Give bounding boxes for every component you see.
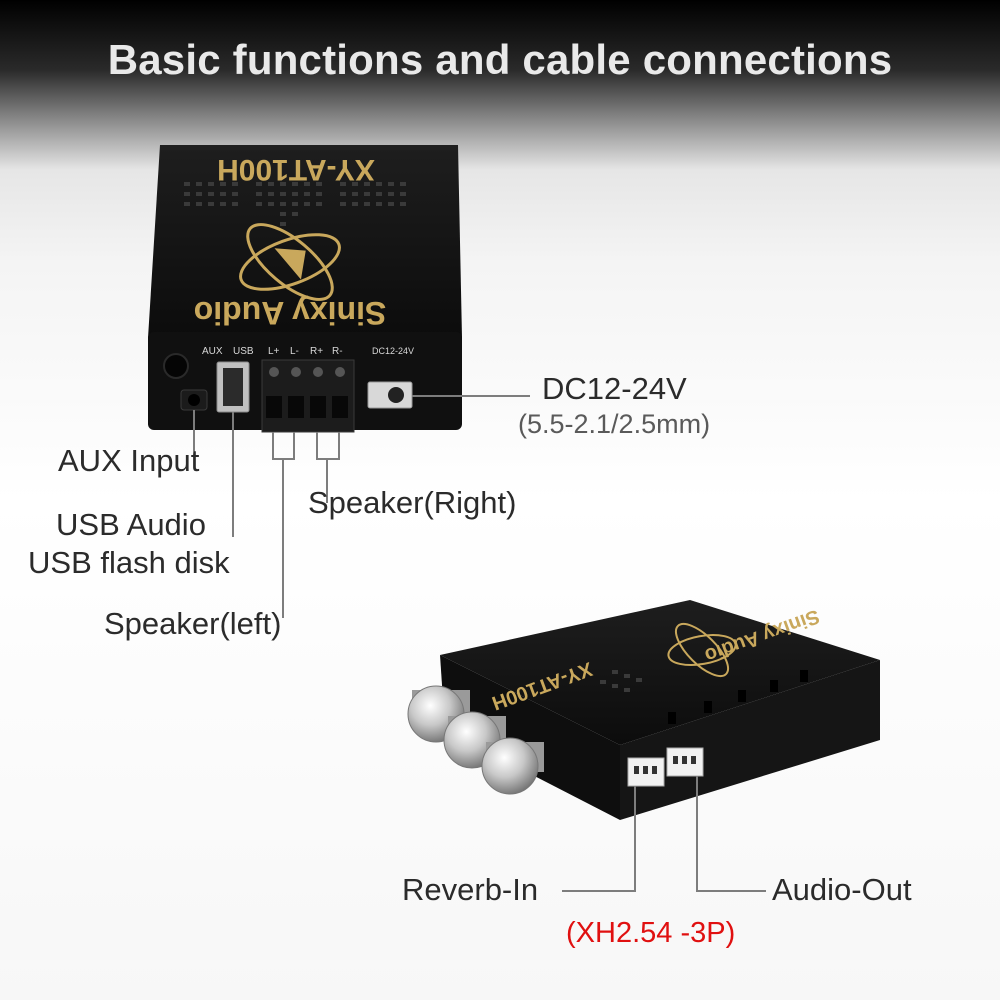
model-print-top: XY-AT100H (217, 153, 375, 186)
device2-front-face (620, 660, 880, 820)
leader-audio-v (696, 776, 698, 892)
label-dc-spec: (5.5-2.1/2.5mm) (518, 409, 711, 439)
port-label-usb: USB (233, 346, 254, 357)
label-usb-audio: USB Audio (56, 507, 206, 542)
leader-reverb-h (562, 890, 636, 892)
leader-right-l (316, 432, 318, 460)
leader-dc-h (412, 395, 530, 397)
usb-port-inner (223, 368, 243, 406)
device-top-surface (148, 145, 462, 338)
label-speaker-right: Speaker(Right) (308, 485, 517, 520)
leader-right-r (338, 432, 340, 460)
device2-vents (668, 670, 808, 724)
label-aux-input: AUX Input (58, 443, 200, 478)
terminal-screws (269, 367, 345, 377)
port-label-aux: AUX (202, 346, 223, 357)
vent-holes (184, 182, 406, 226)
leader-aux-v (193, 410, 195, 455)
device2-top-surface (440, 600, 880, 745)
label-speaker-left: Speaker(left) (104, 606, 282, 641)
label-reverb-in: Reverb-In (402, 872, 539, 907)
port-label-dc: DC12-24V (372, 346, 414, 356)
brand-logo (239, 223, 341, 301)
aux-jack-hole (188, 394, 200, 406)
leader-left-l (272, 432, 274, 460)
knob-3 (481, 737, 544, 795)
port-label-l-minus: L- (290, 346, 299, 357)
device2-logo (667, 623, 737, 677)
terminal-holes (266, 396, 348, 418)
leader-left-r (293, 432, 295, 460)
port-label-r-plus: R+ (310, 346, 323, 357)
port-label-l-plus: L+ (268, 346, 280, 357)
leader-audio-h (696, 890, 766, 892)
port-label-r-minus: R- (332, 346, 343, 357)
label-audio-out: Audio-Out (772, 872, 912, 907)
leader-right-bracket (316, 458, 340, 460)
amplifier-angled-view: Sinixy Audio XY-AT100H (407, 600, 880, 820)
label-connector-spec: (XH2.54 -3P) (566, 917, 736, 949)
screw-hole (163, 353, 189, 379)
leader-reverb-v (634, 786, 636, 892)
device2-top-vents (600, 670, 642, 692)
page-title: Basic functions and cable connections (107, 36, 893, 83)
label-dc-power: DC12-24V (542, 371, 687, 406)
leader-left-v (282, 458, 284, 618)
leader-right-v (326, 458, 328, 503)
brand-print-top: Sinixy Audio (194, 295, 387, 331)
device2-left-face (440, 655, 620, 820)
amplifier-top-view: XY-AT100H Sinixy Audio AUX USB L+ L- R+ … (148, 145, 462, 433)
leader-usb-v (232, 412, 234, 537)
port-labels: AUX USB L+ L- R+ R- DC12-24V (202, 346, 414, 357)
dc-jack-hole (388, 387, 404, 403)
label-usb-flash: USB flash disk (28, 545, 230, 580)
